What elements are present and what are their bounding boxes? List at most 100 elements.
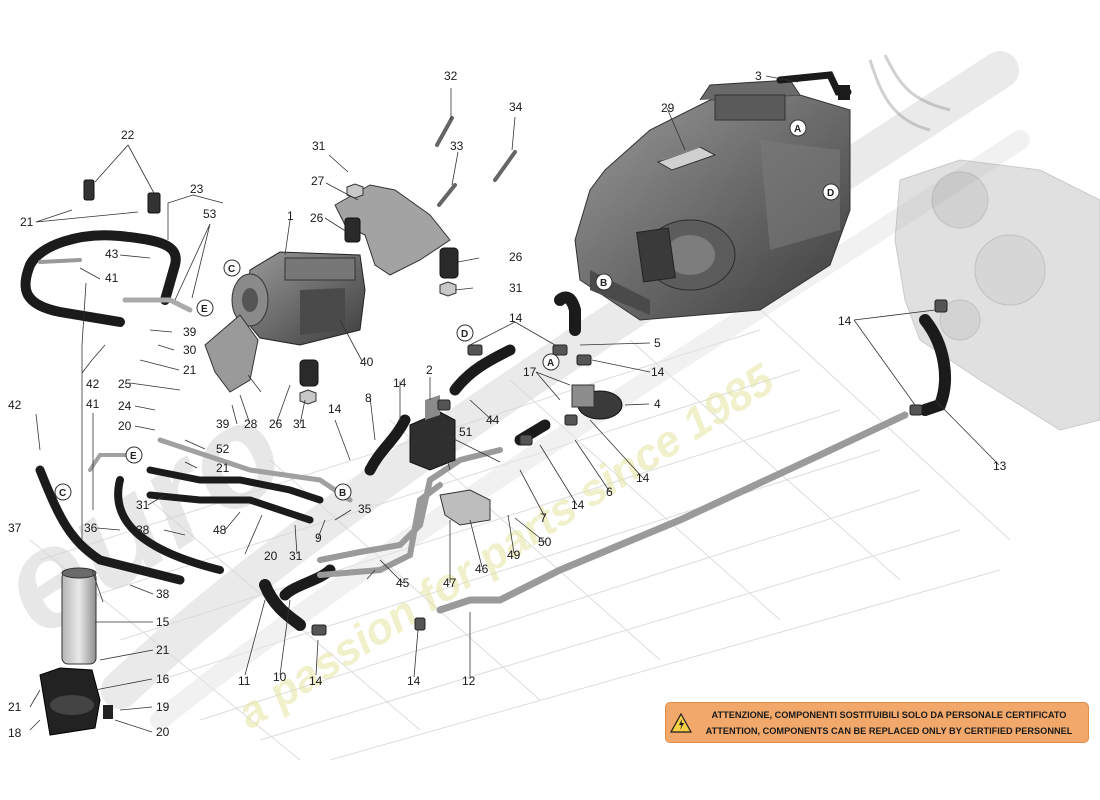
callout-26-c: 26 <box>269 417 283 431</box>
callout-41-a: 41 <box>105 271 119 285</box>
callout-31-d: 31 <box>136 498 150 512</box>
callout-20-a: 20 <box>118 419 132 433</box>
svg-text:D: D <box>461 329 468 340</box>
hvac-unit <box>574 79 851 321</box>
clamp-22 <box>83 179 161 214</box>
svg-text:E: E <box>201 304 208 315</box>
svg-text:C: C <box>59 488 66 499</box>
tag-B-mid: B <box>334 483 352 501</box>
valve-4 <box>571 384 623 420</box>
callout-34: 34 <box>509 100 523 114</box>
tag-C-left: C <box>54 483 72 501</box>
receiver-drier-15 <box>61 567 97 665</box>
small-fittings <box>311 299 948 636</box>
tag-C-compressor: C <box>223 259 241 277</box>
callout-14-b: 14 <box>838 314 852 328</box>
callout-12: 12 <box>462 674 476 688</box>
tag-D-mid: D <box>456 324 474 342</box>
nut-31 <box>299 183 457 405</box>
warning-line-en: ATTENTION, COMPONENTS CAN BE REPLACED ON… <box>705 725 1073 736</box>
svg-text:C: C <box>228 264 235 275</box>
pump-2 <box>409 395 456 471</box>
callout-32: 32 <box>444 69 458 83</box>
callout-20-b: 20 <box>264 549 278 563</box>
warning-text: ATTENZIONE, COMPONENTI SOSTITUIBILI SOLO… <box>696 707 1088 739</box>
callout-40: 40 <box>360 355 374 369</box>
svg-text:A: A <box>547 358 554 369</box>
callout-38-a: 38 <box>136 523 150 537</box>
bracket-46-47 <box>439 489 491 526</box>
callout-29: 29 <box>661 101 675 115</box>
callout-48: 48 <box>213 523 227 537</box>
callout-7: 7 <box>540 511 547 525</box>
callout-14-h: 14 <box>309 674 323 688</box>
nut-19-20 <box>103 705 113 719</box>
hoses-left <box>35 437 353 585</box>
callout-8: 8 <box>365 391 372 405</box>
callout-31-b: 31 <box>509 281 523 295</box>
svg-text:A: A <box>794 124 801 135</box>
callout-5: 5 <box>654 336 661 350</box>
tag-A-top: A <box>789 119 807 137</box>
callout-47: 47 <box>443 576 457 590</box>
callout-42-b: 42 <box>8 398 22 412</box>
callout-18: 18 <box>8 726 22 740</box>
callout-21-e: 21 <box>8 700 22 714</box>
callout-39-a: 39 <box>183 325 197 339</box>
callout-13: 13 <box>993 459 1007 473</box>
callout-41-b: 41 <box>86 397 100 411</box>
callout-24: 24 <box>118 399 132 413</box>
svg-text:B: B <box>339 488 346 499</box>
callout-33: 33 <box>450 139 464 153</box>
svg-text:B: B <box>600 278 607 289</box>
high-voltage-icon <box>666 703 696 742</box>
callout-22: 22 <box>121 128 135 142</box>
callout-21-a: 21 <box>20 215 34 229</box>
hose-assembly-23 <box>20 230 193 327</box>
callout-25: 25 <box>118 377 132 391</box>
callout-14-d: 14 <box>393 376 407 390</box>
callout-14-a: 14 <box>509 311 523 325</box>
watermark: euro a passion for parts since 1985 <box>0 51 1030 738</box>
callout-31-a: 31 <box>312 139 326 153</box>
tag-E-top: E <box>196 299 214 317</box>
callout-11: 11 <box>238 674 251 688</box>
callout-15: 15 <box>156 615 170 629</box>
callout-27: 27 <box>311 174 325 188</box>
svg-text:E: E <box>130 451 137 462</box>
callout-21-b: 21 <box>183 363 197 377</box>
callout-43: 43 <box>105 247 119 261</box>
callout-26-a: 26 <box>310 211 324 225</box>
callout-35: 35 <box>358 502 372 516</box>
leader-lines <box>29 75 1000 733</box>
callout-19: 19 <box>156 700 170 714</box>
callout-14-g: 14 <box>571 498 585 512</box>
callout-17: 17 <box>523 365 537 379</box>
pipes-center <box>317 411 909 614</box>
callout-26-b: 26 <box>509 250 523 264</box>
callout-21-c: 21 <box>216 461 230 475</box>
callout-31-e: 31 <box>289 549 303 563</box>
svg-text:D: D <box>827 188 834 199</box>
bracket-16 <box>39 667 101 736</box>
callout-21-d: 21 <box>156 643 170 657</box>
compressor-1 <box>231 251 366 346</box>
callout-3: 3 <box>755 69 762 83</box>
bracket-28 <box>204 314 259 393</box>
callout-10: 10 <box>273 670 287 684</box>
callout-14-e: 14 <box>328 402 342 416</box>
gearbox-ghost <box>868 54 1100 431</box>
mount-26 <box>299 217 459 387</box>
callout-45: 45 <box>396 576 410 590</box>
callout-2: 2 <box>426 363 433 377</box>
callout-37: 37 <box>8 521 22 535</box>
callout-53: 53 <box>203 207 217 221</box>
callout-44: 44 <box>486 413 500 427</box>
callout-23: 23 <box>190 182 204 196</box>
callout-51: 51 <box>459 425 473 439</box>
callout-39-b: 39 <box>216 417 230 431</box>
tag-D-top: D <box>822 183 840 201</box>
bolts <box>435 116 517 207</box>
cabin-filter-29 <box>656 146 717 171</box>
